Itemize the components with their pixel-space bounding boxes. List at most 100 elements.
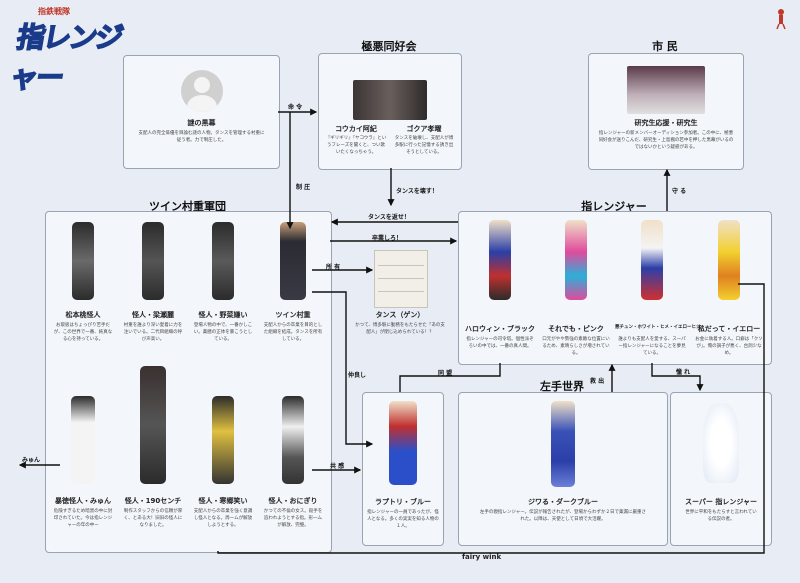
label-admire: 憧 れ [676,369,691,376]
logo-subtitle: 指鉄戦隊 [38,7,70,16]
shimin-name: 研究生応援・研究生 [634,119,698,127]
shimin-box: 研究生応援・研究生 指レンジャーの新メンバーオーディション参加者。この中に、極悪… [588,53,744,170]
tansu-card: タンス（ゲン） かつて、博多駅に勤務をもたらせた「あの支配人」が閉じ込められてい… [345,310,455,360]
gokuaku-member-card: ゴクア孝曜 タンスを破壊し、支配人が博多駅に行った記憶する誘き出そうとしている。 [391,124,457,168]
yubi-member-desc: 指レンジャーの司令塔。個性派ぞろいの中では、一番の真人間。 [466,337,534,349]
member-figure [212,396,234,484]
gokuaku-member-name: コウカイ阿紀 [335,125,377,133]
twin-member-desc: 支配人からの卒業を目的とした組織を結成。タンスを所有している。 [263,323,323,342]
twin-member-desc: 支配人からの卒業を強く意識し怪人となる。周一ムが解放しようとする。 [193,509,253,528]
label-friends: 仲良し [348,372,367,379]
member-figure [565,220,587,300]
twin-member-card: 怪人・寒郷笑い 支配人からの卒業を強く意識し怪人となる。周一ムが解放しようとする… [190,392,256,542]
show-logo: 指鉄戦隊 指レンジャー [7,6,130,95]
super-name: スーパー 指レンジャー [684,498,758,506]
tansu-desc: かつて、博多駅に勤務をもたらせた「あの支配人」が閉じ込められている！？ [355,323,445,335]
footer-brand: fairy wink [462,553,502,561]
yubi-member-desc: 口元がやや勢強の素敵な位置にいるため、素晴らしさが増されている。 [542,337,610,356]
super-box: スーパー 指レンジャー 世界に平和をもたらすと言われている伝説の者。 [670,392,772,546]
gokuaku-member-card: コウカイ阿紀 『ギリギリ』『ヤコウラ』というフレーズを聞くと、つい歌いたくなっち… [323,124,389,168]
label-myun: みゅん [22,457,41,464]
gokuaku-title: 極悪同好会 [361,40,417,53]
yubi-member-card: 悪チュン・ホワイト・ヒメ・イエローヒジャ 誰よりも支配人を愛する、スーパー指レン… [615,216,705,362]
twin-member-desc: 登場人物の中で、一番かしこい。薬膳の正体を暴こうとしている。 [193,323,253,342]
twin-member-card: 怪人・おにぎり かつての不倫の女ス。殺手を追われようとする指。形一ムが解放、完璧… [260,392,326,542]
logo-title: 指レンジャー [7,20,125,95]
yubi-member-desc: お金に執着する人。口癖は「クソが」。俺の調子が悪く、台詞少なめ。 [695,337,763,356]
yubi-member-name: それでも・ピンク [548,325,604,333]
twin-member-name: 怪人・寒郷笑い [198,497,248,505]
gokuaku-box: コウカイ阿紀 『ギリギリ』『ヤコウラ』というフレーズを聞くと、つい歌いたくなっち… [318,53,462,170]
twin-box: 松本桃怪人 お取扱はちょっぴり苦手だが、この世界で一番、純真なる心を持っている。… [45,211,332,553]
twin-member-name: 怪人・梁瀬麗 [132,311,174,319]
label-return-tansu: タンスを返せ！ [368,214,410,221]
shimin-title: 市 民 [652,40,678,53]
gokuaku-member-name: ゴクア孝曜 [406,125,442,133]
raputori-name: ラプトリ・ブルー [375,498,431,506]
gokuaku-member-desc: 『ギリギリ』『ヤコウラ』というフレーズを聞くと、つい歌いたくなっちゃう。 [325,136,387,155]
member-figure [71,396,95,484]
twin-member-desc: お取扱はちょっぴり苦手だが、この世界で一番、純真なる心を持っている。 [53,323,113,342]
boss-box: 謎の黒幕 支配人の完全俳優を目論む謎の人物。タンスを管理する村重に従う者。力で制… [123,55,280,169]
label-alliance: 同 盟 [438,370,453,377]
label-command: 命 令 [288,104,303,111]
member-figure [389,401,417,485]
twin-member-card: ツイン村重 支配人からの卒業を目的とした組織を結成。タンスを所有している。 [260,218,326,358]
twin-member-name: 怪人・野菜嫌い [198,311,248,319]
yubi-member-name: 悪チュン・ホワイト・ヒメ・イエローヒジャ [615,325,705,330]
boss-desc: 支配人の完全俳優を目論む謎の人物。タンスを管理する村重に従う者。力で制圧した。 [138,131,265,143]
twin-member-name: 暴徳怪人・みゅん [55,497,111,505]
twin-member-card: 怪人・野菜嫌い 登場人物の中で、一番かしこい。薬膳の正体を暴こうとしている。 [190,218,256,358]
boss-name: 謎の黒幕 [187,119,216,127]
twin-member-name: 怪人・190センチ [124,497,182,505]
yubi-member-desc: 誰よりも支配人を愛する、スーパー指レンジャーになることを夢見ている。 [618,337,686,356]
member-figure [72,222,94,300]
member-figure [140,366,166,484]
hidari-member-name: ジワる・ダークブルー [528,498,598,506]
member-figure [551,401,575,487]
yubi-title: 指レンジャー [581,200,647,213]
label-coexist: 共 感 [330,463,345,470]
yubi-member-card: それでも・ピンク 口元がやや勢強の素敵な位置にいるため、素晴らしさが増されている… [539,216,613,362]
member-figure [212,222,234,300]
label-protect: 守 る [672,188,687,195]
twin-member-name: 怪人・おにぎり [268,497,318,505]
yubi-member-name: 私だって・イエロー [697,325,761,333]
shimin-photo [627,66,705,114]
gokuaku-photo [353,80,427,120]
label-break-tansu: タンスを壊す！ [396,188,438,195]
twin-member-card: 暴徳怪人・みゅん 危険すぎるため暗黒の中に封印されていた。今は指レンジャーの年の… [50,392,116,542]
member-figure [489,220,511,300]
shimin-desc: 指レンジャーの新メンバーオーディション参加者。この中に、極悪同好会が送りこんだ、… [598,131,734,150]
yubi-member-name: ハロウィン・ブラック [465,325,535,333]
yubi-member-card: 私だって・イエロー お金に執着する人。口癖は「クソが」。俺の調子が悪く、台詞少な… [691,216,767,362]
twin-member-card: 松本桃怪人 お取扱はちょっぴり苦手だが、この世界で一番、純真なる心を持っている。 [50,218,116,358]
label-own: 所 有 [326,264,341,271]
label-suppress: 制 圧 [296,184,311,191]
label-graduate: 卒業しろ！ [372,235,403,242]
tansu-chest-icon [374,250,428,308]
tansu-name: タンス（ゲン） [375,311,425,319]
twin-member-desc: かつての不倫の女ス。殺手を追われようとする指。形一ムが解放、完璧。 [263,509,323,528]
twin-member-desc: 村重を誰より深い愛着に力を注いでいる。二代目組織の呼び声高い。 [123,323,183,342]
member-figure [641,220,663,300]
member-figure [142,222,164,300]
anonymous-avatar-icon [180,70,223,112]
member-figure [718,220,740,300]
twin-member-name: 松本桃怪人 [65,311,101,319]
yubi-box: ハロウィン・ブラック 指レンジャーの司令塔。個性派ぞろいの中では、一番の真人間。… [458,211,772,365]
label-rescue: 救 出 [590,378,605,385]
twin-member-card: 怪人・梁瀬麗 村重を誰より深い愛着に力を注いでいる。二代目組織の呼び声高い。 [120,218,186,358]
yubi-member-card: ハロウィン・ブラック 指レンジャーの司令塔。個性派ぞろいの中では、一番の真人間。 [463,216,537,362]
member-figure [282,396,304,484]
hidari-box: ジワる・ダークブルー 左手の親指レンジャー。伝説が報告されたが、登場からわずか２… [458,392,668,546]
twin-title: ツイン村重軍団 [149,200,226,213]
twin-member-desc: 制作スタッフからの信頼が厚く、とある大！旧旧の怪人になりました。 [123,509,183,528]
raputori-box: ラプトリ・ブルー 指レンジャーの一員であったが、怪人となる。多くの実実を知る人物… [362,392,444,546]
member-figure [280,222,306,300]
silhouette-figure [703,403,739,483]
twin-member-name: ツイン村重 [275,311,311,319]
hidari-member-desc: 左手の親指レンジャー。伝説が報告されたが、登場からわずか２日で薬漏に厳重された。… [479,510,647,522]
twin-member-desc: 危険すぎるため暗黒の中に封印されていた。今は指レンジャーの年の中ー [53,509,113,528]
